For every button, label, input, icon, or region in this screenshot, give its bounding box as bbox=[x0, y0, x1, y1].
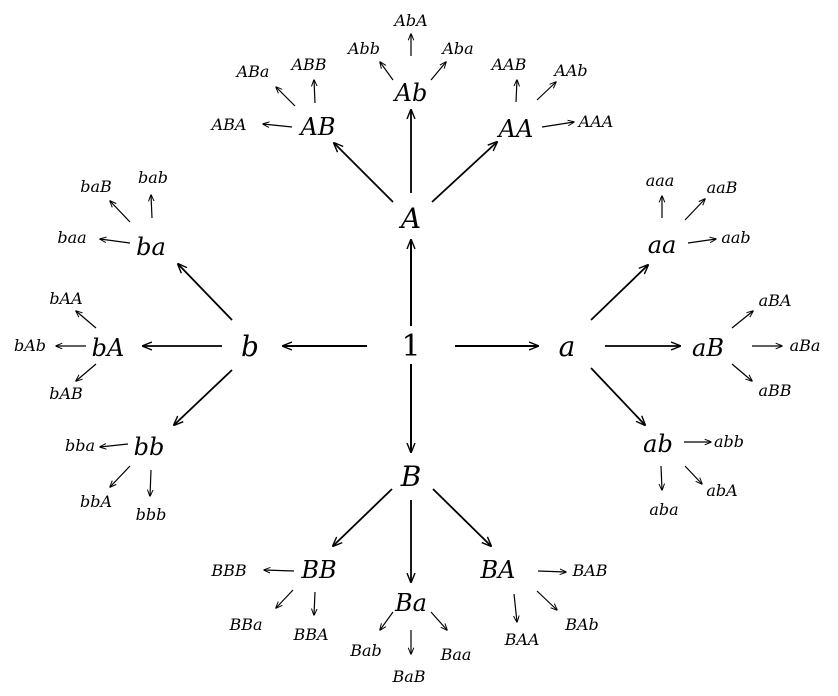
level1-nodes: A a B b bbox=[241, 202, 575, 493]
edge-AB-ABB bbox=[314, 80, 315, 104]
edge-B-BA bbox=[432, 488, 491, 546]
node-aBa: aBa bbox=[790, 336, 821, 355]
edge-A-AB bbox=[334, 143, 394, 203]
node-AAA: AAA bbox=[577, 112, 614, 131]
edge-ba-baa bbox=[100, 239, 131, 244]
edge-B-BB bbox=[333, 488, 393, 546]
edge-Ba-Bab bbox=[380, 611, 394, 630]
node-bab: bab bbox=[138, 168, 168, 187]
node-aB: aB bbox=[692, 334, 724, 362]
node-BA: BA bbox=[480, 556, 516, 584]
edge-aB-aBA bbox=[731, 311, 753, 329]
edge-aa-aab bbox=[687, 239, 716, 244]
edge-BA-BAB bbox=[537, 571, 566, 572]
node-aa: aa bbox=[648, 231, 677, 259]
edge-bb-bbA bbox=[110, 465, 131, 487]
node-AA: AA bbox=[497, 115, 534, 143]
edge-b-ba bbox=[178, 264, 233, 321]
level2-arrows bbox=[143, 110, 680, 582]
node-ABB: ABB bbox=[289, 55, 326, 74]
node-Baa: Baa bbox=[440, 645, 472, 664]
edge-ba-bab bbox=[151, 195, 152, 219]
edge-AA-AAB bbox=[516, 80, 517, 103]
node-baa: baa bbox=[57, 228, 86, 247]
node-B: B bbox=[400, 460, 422, 493]
edge-a-aa bbox=[590, 265, 648, 321]
node-BBB: BBB bbox=[210, 561, 247, 580]
node-abb: abb bbox=[714, 432, 744, 451]
edge-A-AA bbox=[431, 142, 497, 203]
node-aab: aab bbox=[721, 228, 750, 247]
root-arrows bbox=[283, 240, 538, 452]
edge-AA-AAb bbox=[536, 82, 556, 101]
edge-aa-aaB bbox=[684, 199, 705, 221]
node-aba: aba bbox=[649, 500, 678, 519]
level3-nodes: ABA ABa ABB Abb AbA Aba AAB AAb AAA aaa … bbox=[14, 11, 820, 686]
edge-AB-ABA bbox=[263, 124, 293, 127]
level3-arrows bbox=[56, 34, 782, 654]
edge-Ba-Baa bbox=[430, 611, 447, 630]
node-aBA: aBA bbox=[759, 291, 792, 310]
edge-ab-abA bbox=[684, 465, 702, 484]
node-abA: abA bbox=[706, 481, 737, 500]
edge-BB-BBa bbox=[276, 589, 294, 608]
edge-BA-BAb bbox=[536, 590, 557, 610]
edge-ba-baB bbox=[110, 201, 131, 223]
node-baB: baB bbox=[80, 177, 112, 196]
node-BBa: BBa bbox=[228, 615, 262, 634]
node-bAb: bAb bbox=[14, 336, 46, 355]
node-AAb: AAb bbox=[552, 61, 587, 80]
edge-ab-aba bbox=[661, 465, 662, 490]
node-BBA: BBA bbox=[292, 625, 328, 644]
node-BaB: BaB bbox=[391, 667, 425, 686]
node-ba: ba bbox=[136, 233, 166, 261]
node-bba: bba bbox=[65, 436, 95, 455]
edge-AA-AAA bbox=[541, 122, 574, 128]
node-BB: BB bbox=[300, 556, 336, 584]
node-bAA: bAA bbox=[49, 289, 82, 308]
node-Ab: Ab bbox=[393, 79, 428, 107]
node-bA: bA bbox=[92, 334, 125, 362]
node-ABA: ABA bbox=[210, 115, 247, 134]
node-root: 1 bbox=[401, 329, 420, 364]
node-AAB: AAB bbox=[490, 55, 527, 74]
edge-b-bb bbox=[174, 369, 233, 425]
node-Abb: Abb bbox=[346, 39, 380, 58]
level2-nodes: AB Ab AA aa aB ab BB Ba BA ba bA bb bbox=[92, 79, 724, 617]
node-bbb: bbb bbox=[136, 505, 167, 524]
node-Ba: Ba bbox=[394, 589, 427, 617]
edge-bA-bAB bbox=[76, 363, 97, 381]
node-a: a bbox=[559, 330, 576, 363]
node-ab: ab bbox=[643, 430, 673, 458]
edge-Ab-Abb bbox=[380, 62, 394, 81]
edge-BB-BBA bbox=[314, 591, 315, 615]
edge-a-ab bbox=[590, 367, 645, 425]
edge-bb-bbb bbox=[150, 469, 151, 496]
node-aaa: aaa bbox=[646, 171, 675, 190]
edge-bA-bAA bbox=[76, 311, 97, 329]
node-b: b bbox=[241, 330, 259, 363]
node-aBB: aBB bbox=[758, 381, 791, 400]
node-aaB: aaB bbox=[707, 178, 738, 197]
edge-Ab-Aba bbox=[430, 62, 446, 81]
node-BAb: BAb bbox=[564, 615, 599, 634]
node-bAB: bAB bbox=[49, 384, 83, 403]
edge-AB-ABa bbox=[276, 87, 296, 107]
node-bb: bb bbox=[134, 433, 165, 461]
edge-aB-aBB bbox=[731, 363, 752, 381]
node-BAB: BAB bbox=[571, 561, 607, 580]
edge-BB-BBB bbox=[264, 570, 295, 571]
node-ABa: ABa bbox=[235, 62, 270, 81]
node-bbA: bbA bbox=[80, 492, 112, 511]
node-AB: AB bbox=[299, 113, 336, 141]
edge-BA-BAA bbox=[514, 593, 517, 622]
node-A: A bbox=[398, 202, 421, 235]
node-AbA: AbA bbox=[392, 11, 427, 30]
node-BAA: BAA bbox=[504, 630, 540, 649]
node-Bab: Bab bbox=[349, 641, 382, 660]
edge-bb-bba bbox=[100, 444, 129, 447]
node-Aba: Aba bbox=[440, 39, 473, 58]
